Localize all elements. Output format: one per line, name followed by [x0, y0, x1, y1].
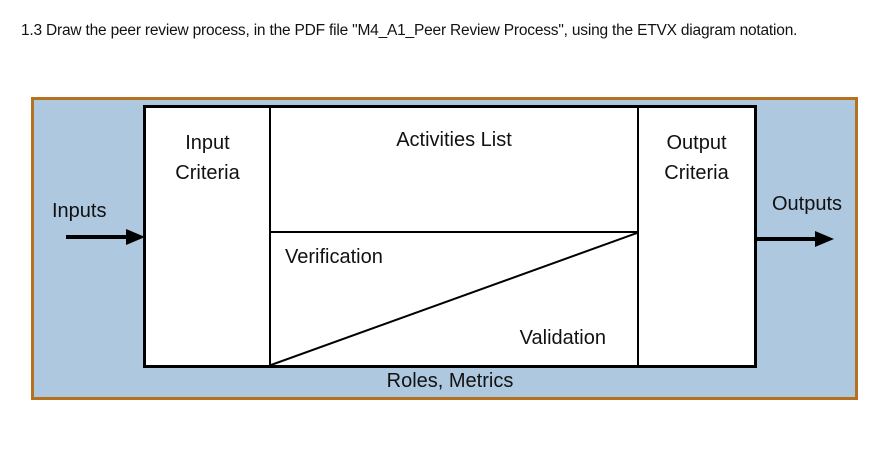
- output-criteria-label: Output Criteria: [664, 132, 729, 184]
- activities-list-label: Activities List: [396, 129, 512, 151]
- input-criteria-label: Input Criteria: [175, 132, 240, 184]
- input-criteria-cell: Input Criteria: [146, 108, 271, 365]
- middle-column: Activities List Verification Validation: [271, 108, 637, 365]
- verification-validation-diagonal-line: [271, 233, 637, 365]
- activities-list-cell: Activities List: [271, 108, 637, 233]
- outputs-arrow-icon: [755, 231, 834, 247]
- inputs-arrow-icon: [66, 229, 145, 245]
- verification-validation-cell: Verification Validation: [271, 233, 637, 365]
- verification-label: Verification: [285, 246, 383, 268]
- process-box: Input Criteria Activities List Verificat…: [143, 105, 757, 368]
- inputs-label: Inputs: [52, 200, 107, 222]
- outputs-label: Outputs: [771, 193, 843, 215]
- roles-metrics-label: Roles, Metrics: [386, 370, 514, 392]
- validation-label: Validation: [519, 327, 606, 349]
- question-text: 1.3 Draw the peer review process, in the…: [21, 22, 798, 39]
- output-criteria-cell: Output Criteria: [637, 108, 754, 365]
